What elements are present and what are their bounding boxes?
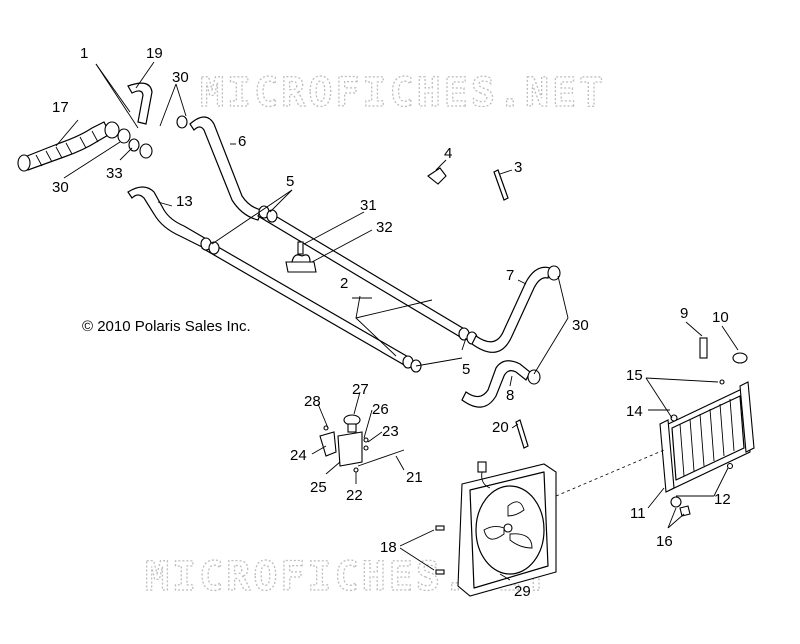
fittings-16 [670, 496, 691, 517]
callout-20: 20 [492, 419, 509, 436]
callout-16: 16 [656, 533, 673, 550]
clamp-30-top [176, 115, 188, 129]
watermark-top: MICROFICHES.NET [200, 70, 606, 116]
hose-19 [127, 82, 153, 125]
sensor-9 [699, 337, 708, 359]
callout-30-top: 30 [172, 69, 189, 86]
copyright-text: © 2010 Polaris Sales Inc. [82, 318, 251, 335]
hose-17 [17, 121, 120, 172]
callout-7: 7 [506, 267, 514, 284]
callout-33: 33 [106, 165, 123, 182]
callout-2: 2 [340, 275, 348, 292]
callout-24: 24 [290, 447, 307, 464]
callout-9: 9 [680, 305, 688, 322]
callout-21: 21 [406, 469, 423, 486]
callout-5-lower: 5 [462, 361, 470, 378]
clip-4 [427, 167, 447, 185]
bolts-18 [435, 525, 445, 575]
callout-30-right: 30 [572, 317, 589, 334]
callout-3: 3 [514, 159, 522, 176]
callout-25: 25 [310, 479, 327, 496]
hose-13 [127, 186, 209, 249]
clamp-30-upper-left [117, 128, 153, 159]
radiator-cap-10 [732, 352, 748, 364]
callout-28: 28 [304, 393, 321, 410]
radiator [659, 379, 755, 493]
callout-19: 19 [146, 45, 163, 62]
callout-6: 6 [238, 133, 246, 150]
callout-13: 13 [176, 193, 193, 210]
callout-11: 11 [630, 505, 646, 522]
callout-31: 31 [360, 197, 377, 214]
bracket-32 [285, 241, 317, 273]
callout-4: 4 [444, 145, 452, 162]
callout-18: 18 [380, 539, 397, 556]
coolant-reservoir [319, 414, 405, 473]
callout-5-upper: 5 [286, 173, 294, 190]
alignment-line [555, 449, 665, 497]
callout-10: 10 [712, 309, 729, 326]
fan-shroud [457, 461, 557, 597]
callout-29: 29 [514, 583, 531, 600]
callout-30-left: 30 [52, 179, 69, 196]
callouts: 1 19 30 17 30 33 6 13 5 4 3 31 32 7 2 30… [52, 45, 731, 600]
tube-2-upper [257, 205, 478, 345]
hose-6 [189, 116, 263, 221]
callout-22: 22 [346, 487, 363, 504]
callout-14: 14 [626, 403, 643, 420]
callout-8: 8 [506, 387, 514, 404]
callout-32: 32 [376, 219, 393, 236]
tube-2-lower [200, 237, 422, 373]
callout-27: 27 [352, 381, 369, 398]
callout-17: 17 [52, 99, 69, 116]
hose-7 [471, 265, 561, 353]
rod-3 [493, 169, 509, 201]
hose-8 [461, 360, 541, 408]
callout-1: 1 [80, 45, 88, 62]
rod-20 [515, 419, 529, 449]
callout-12: 12 [714, 491, 731, 508]
callout-23: 23 [382, 423, 399, 440]
callout-26: 26 [372, 401, 389, 418]
callout-15: 15 [626, 367, 643, 384]
leader-lines [55, 61, 739, 581]
